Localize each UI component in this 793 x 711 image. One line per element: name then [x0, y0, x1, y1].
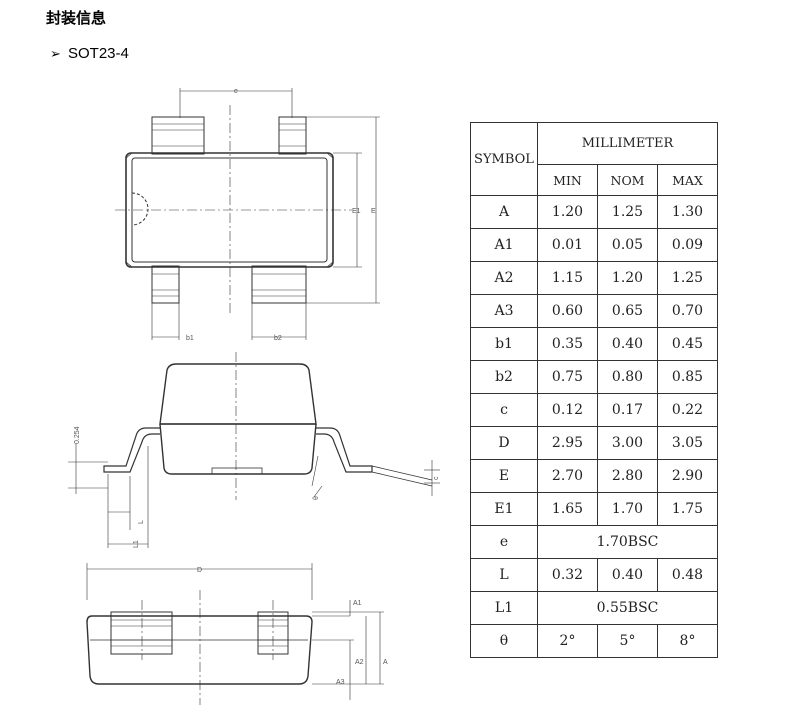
- col-min: MIN: [537, 164, 598, 196]
- table-row: A 1.20 1.25 1.30: [470, 195, 718, 229]
- package-bullet-item: ➢ SOT23-4: [50, 45, 129, 62]
- row-min: 1.65: [537, 492, 598, 526]
- label-D: D: [197, 567, 202, 574]
- table-row: A3 0.60 0.65 0.70: [470, 294, 718, 328]
- row-min: 0.01: [537, 228, 598, 262]
- row-symbol: b2: [470, 360, 538, 394]
- label-e: e: [234, 88, 238, 95]
- label-b1: b1: [186, 335, 194, 342]
- table-row: A1 0.01 0.05 0.09: [470, 228, 718, 262]
- row-nom: 0.65: [597, 294, 658, 328]
- row-nom: 5°: [597, 624, 658, 658]
- row-bsc-value: 0.55BSC: [537, 591, 718, 625]
- arrow-bullet-icon: ➢: [50, 46, 61, 61]
- row-nom: 0.80: [597, 360, 658, 394]
- row-max: 0.70: [657, 294, 718, 328]
- row-min: 1.20: [537, 195, 598, 229]
- row-max: 0.22: [657, 393, 718, 427]
- row-bsc-value: 1.70BSC: [537, 525, 718, 559]
- row-max: 8°: [657, 624, 718, 658]
- row-nom: 1.25: [597, 195, 658, 229]
- table-row: b2 0.75 0.80 0.85: [470, 360, 718, 394]
- table-row: θ 2° 5° 8°: [470, 624, 718, 658]
- front-view: [86, 563, 384, 705]
- label-theta: θ: [313, 496, 320, 500]
- row-symbol: b1: [470, 327, 538, 361]
- row-nom: 0.40: [597, 558, 658, 592]
- row-min: 0.32: [537, 558, 598, 592]
- row-symbol: A3: [470, 294, 538, 328]
- section-heading: 封装信息: [46, 9, 107, 27]
- side-view: [68, 352, 440, 548]
- row-max: 0.45: [657, 327, 718, 361]
- table-row: c 0.12 0.17 0.22: [470, 393, 718, 427]
- row-max: 2.90: [657, 459, 718, 493]
- row-symbol: c: [470, 393, 538, 427]
- table-row: E1 1.65 1.70 1.75: [470, 492, 718, 526]
- row-symbol: e: [470, 525, 538, 559]
- row-max: 0.09: [657, 228, 718, 262]
- row-nom: 1.70: [597, 492, 658, 526]
- label-E: E: [371, 208, 376, 215]
- table-row: L 0.32 0.40 0.48: [470, 558, 718, 592]
- row-nom: 0.05: [597, 228, 658, 262]
- table-row: A2 1.15 1.20 1.25: [470, 261, 718, 295]
- row-symbol: E1: [470, 492, 538, 526]
- row-min: 2.70: [537, 459, 598, 493]
- row-nom: 1.20: [597, 261, 658, 295]
- unit-header: MILLIMETER: [537, 122, 718, 165]
- row-nom: 3.00: [597, 426, 658, 460]
- label-L: L: [138, 520, 145, 524]
- label-A2: A2: [355, 659, 364, 666]
- package-name: SOT23-4: [68, 45, 129, 62]
- label-A1: A1: [353, 600, 362, 607]
- table-row: E 2.70 2.80 2.90: [470, 459, 718, 493]
- row-min: 0.60: [537, 294, 598, 328]
- row-nom: 2.80: [597, 459, 658, 493]
- label-c: c: [433, 476, 440, 480]
- table-row: b1 0.35 0.40 0.45: [470, 327, 718, 361]
- col-nom: NOM: [597, 164, 658, 196]
- row-nom: 0.17: [597, 393, 658, 427]
- label-E1: E1: [352, 208, 361, 215]
- label-b2: b2: [274, 335, 282, 342]
- row-min: 1.15: [537, 261, 598, 295]
- row-max: 1.30: [657, 195, 718, 229]
- row-max: 0.85: [657, 360, 718, 394]
- row-min: 2.95: [537, 426, 598, 460]
- row-max: 0.48: [657, 558, 718, 592]
- row-symbol: A2: [470, 261, 538, 295]
- table-row: L1 0.55BSC: [470, 591, 718, 625]
- label-A3: A3: [336, 679, 345, 686]
- row-symbol: A1: [470, 228, 538, 262]
- row-symbol: L: [470, 558, 538, 592]
- row-max: 1.25: [657, 261, 718, 295]
- dimension-table: SYMBOL MILLIMETER MIN NOM MAX A 1.20 1.2…: [470, 122, 718, 658]
- row-symbol: E: [470, 459, 538, 493]
- row-symbol: A: [470, 195, 538, 229]
- row-symbol: D: [470, 426, 538, 460]
- label-lead-gauge: 0.254: [74, 426, 81, 444]
- row-symbol: L1: [470, 591, 538, 625]
- label-A: A: [383, 659, 388, 666]
- row-min: 2°: [537, 624, 598, 658]
- row-nom: 0.40: [597, 327, 658, 361]
- row-symbol: θ: [470, 624, 538, 658]
- top-view: [115, 88, 380, 340]
- row-min: 0.35: [537, 327, 598, 361]
- table-row: e 1.70BSC: [470, 525, 718, 559]
- row-max: 3.05: [657, 426, 718, 460]
- symbol-header: SYMBOL: [470, 122, 538, 196]
- row-min: 0.75: [537, 360, 598, 394]
- row-max: 1.75: [657, 492, 718, 526]
- label-L1: L1: [133, 540, 140, 548]
- table-row: D 2.95 3.00 3.05: [470, 426, 718, 460]
- col-max: MAX: [657, 164, 718, 196]
- row-min: 0.12: [537, 393, 598, 427]
